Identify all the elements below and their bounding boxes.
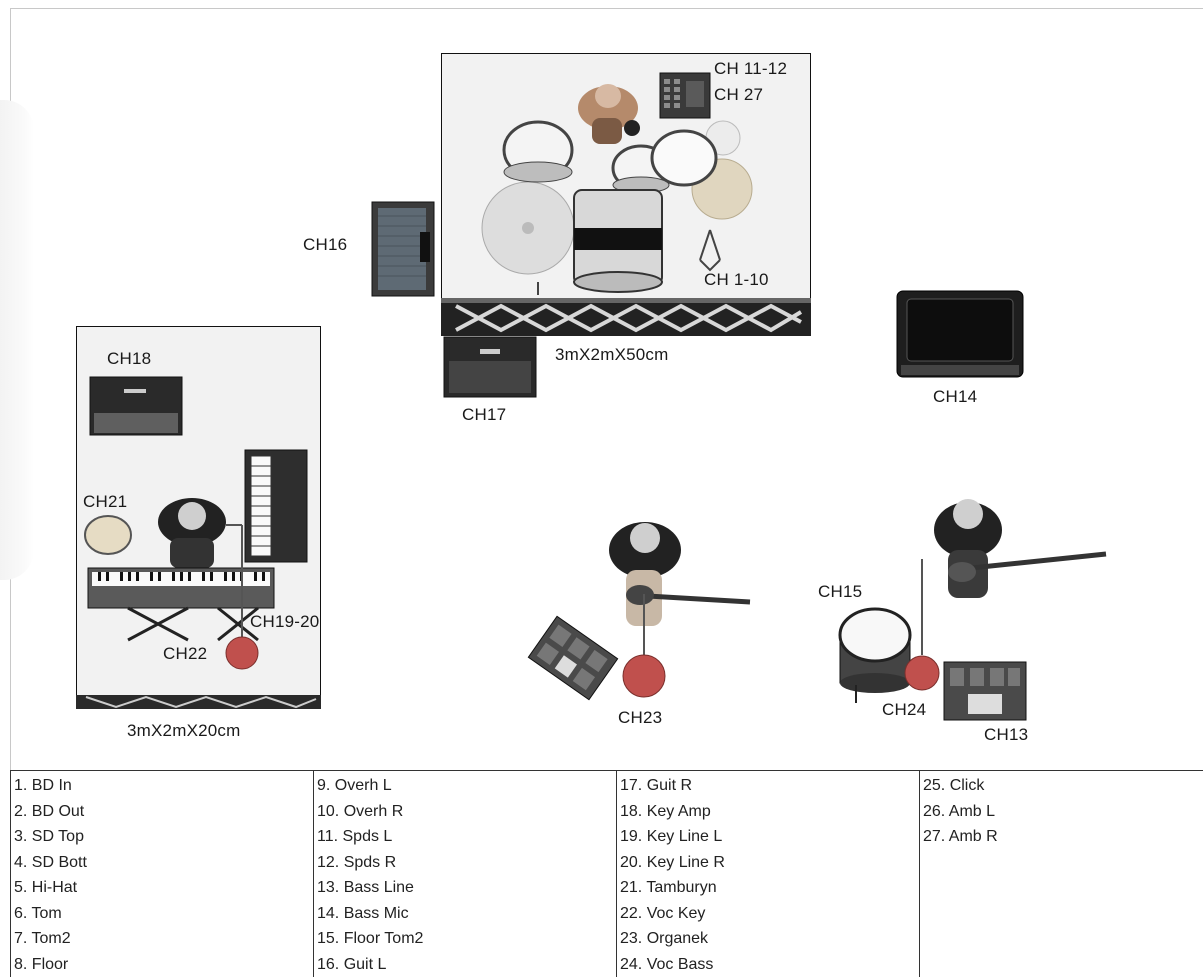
legend-item: 3. SD Top	[14, 824, 313, 850]
legend-item: 4. SD Bott	[14, 850, 313, 876]
mic-stand-keys	[222, 520, 262, 670]
bassist	[920, 492, 1110, 602]
legend-item: 10. Overh R	[317, 799, 616, 825]
legend-item: 12. Spds R	[317, 850, 616, 876]
label-ch-11-12: CH 11-12	[714, 60, 787, 77]
legend-item: 26. Amb L	[923, 799, 1203, 825]
legend-item: 19. Key Line L	[620, 824, 919, 850]
legend-item: 5. Hi-Hat	[14, 875, 313, 901]
legend-item: 20. Key Line R	[620, 850, 919, 876]
guitar-amp-left	[372, 202, 434, 296]
label-ch19-20: CH19-20	[250, 613, 319, 630]
label-ch24: CH24	[882, 701, 926, 718]
label-ch-27: CH 27	[714, 86, 763, 103]
legend-item: 25. Click	[923, 773, 1203, 799]
label-ch23: CH23	[618, 709, 662, 726]
canvas-top-border	[10, 8, 1203, 9]
legend-column-4: 25. Click 26. Amb L 27. Amb R	[920, 771, 1203, 977]
pedalboard-guitar	[528, 615, 618, 701]
legend-item: 1. BD In	[14, 773, 313, 799]
legend-item: 7. Tom2	[14, 926, 313, 952]
pedalboard-bass	[944, 662, 1026, 720]
channel-legend-table: 1. BD In 2. BD Out 3. SD Top 4. SD Bott …	[10, 770, 1203, 977]
legend-item: 15. Floor Tom2	[317, 926, 616, 952]
label-ch21: CH21	[83, 493, 127, 510]
guitarist	[590, 510, 760, 630]
drum-riser-truss	[441, 298, 811, 336]
label-ch14: CH14	[933, 388, 977, 405]
legend-item: 18. Key Amp	[620, 799, 919, 825]
guitar-amp-right	[444, 337, 536, 397]
side-shadow	[0, 100, 34, 580]
legend-item: 27. Amb R	[923, 824, 1203, 850]
label-ch16: CH16	[303, 236, 347, 253]
legend-item: 11. Spds L	[317, 824, 616, 850]
legend-item: 16. Guit L	[317, 952, 616, 977]
tambourine	[84, 515, 132, 555]
legend-column-1: 1. BD In 2. BD Out 3. SD Top 4. SD Bott …	[11, 771, 314, 977]
legend-item: 14. Bass Mic	[317, 901, 616, 927]
legend-column-3: 17. Guit R 18. Key Amp 19. Key Line L 20…	[617, 771, 920, 977]
keyboard-riser-truss	[76, 695, 321, 709]
key-amp	[90, 377, 182, 435]
label-drum-riser-size: 3mX2mX50cm	[555, 346, 668, 363]
legend-column-2: 9. Overh L 10. Overh R 11. Spds L 12. Sp…	[314, 771, 617, 977]
keyboardist	[152, 492, 232, 572]
label-ch13: CH13	[984, 726, 1028, 743]
legend-item: 13. Bass Line	[317, 875, 616, 901]
label-ch15: CH15	[818, 583, 862, 600]
legend-item: 23. Organek	[620, 926, 919, 952]
legend-item: 17. Guit R	[620, 773, 919, 799]
legend-item: 9. Overh L	[317, 773, 616, 799]
bass-amp	[897, 291, 1023, 377]
label-ch17: CH17	[462, 406, 506, 423]
label-ch22: CH22	[163, 645, 207, 662]
legend-item: 6. Tom	[14, 901, 313, 927]
mic-stand-bass	[900, 555, 944, 695]
legend-item: 8. Floor	[14, 952, 313, 977]
legend-item: 22. Voc Key	[620, 901, 919, 927]
mic-stand-guitar	[620, 590, 668, 700]
label-key-riser-size: 3mX2mX20cm	[127, 722, 240, 739]
label-ch18: CH18	[107, 350, 151, 367]
label-ch-1-10: CH 1-10	[704, 271, 769, 288]
legend-item: 2. BD Out	[14, 799, 313, 825]
legend-item: 21. Tamburyn	[620, 875, 919, 901]
legend-item: 24. Voc Bass	[620, 952, 919, 977]
